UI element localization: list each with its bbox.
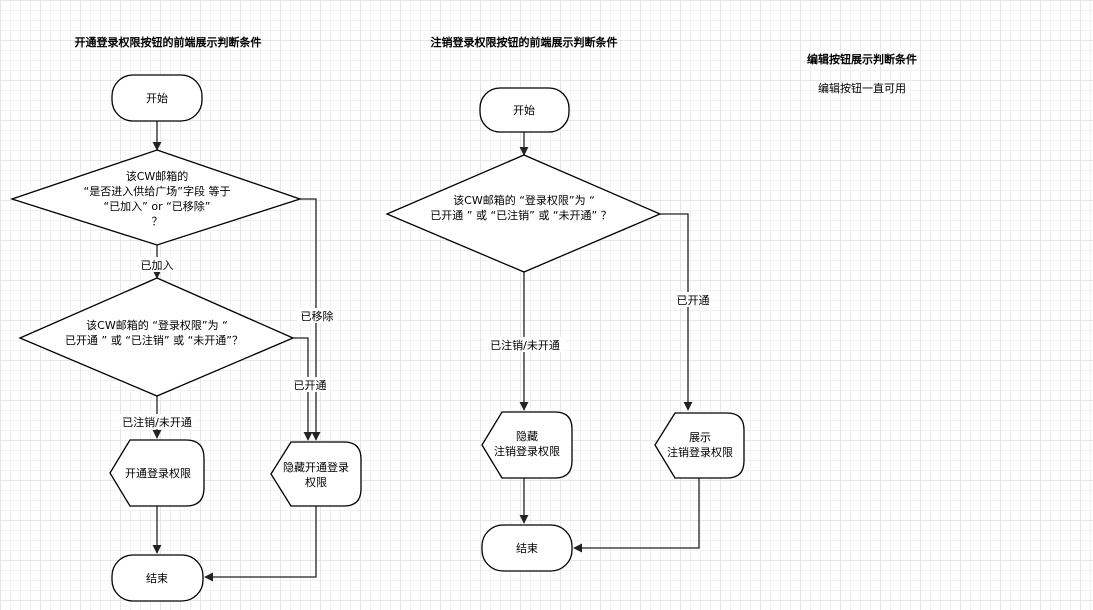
label2-cancelled-unopened: 已注销/未开通 bbox=[490, 338, 560, 352]
flow1-show-open-login-node: 开通登录权限 bbox=[109, 439, 205, 507]
flow1-hide-open-login-node: 隐藏开通登录 权限 bbox=[270, 441, 362, 507]
label-joined: 已加入 bbox=[141, 259, 174, 272]
svg-text:“是否进入供给广场”字段 等于: “是否进入供给广场”字段 等于 bbox=[84, 184, 231, 198]
flow2-start-node: 开始 bbox=[479, 87, 570, 133]
label-cancelled-unopened: 已注销/未开通 bbox=[122, 415, 192, 429]
edit-button-note: 编辑按钮一直可用 bbox=[818, 81, 906, 95]
svg-text:已开通 ” 或 “已注销” 或 “未开通” ？: 已开通 ” 或 “已注销” 或 “未开通” ？ bbox=[430, 208, 611, 222]
svg-text:展示: 展示 bbox=[689, 431, 711, 444]
flow1-end-node: 结束 bbox=[111, 554, 204, 602]
svg-text:结束: 结束 bbox=[146, 572, 168, 585]
svg-text:开始: 开始 bbox=[146, 91, 168, 105]
flow2-decision-login-permission: 该CW邮箱的 “登录权限”为 “ 已开通 ” 或 “已注销” 或 “未开通” ？ bbox=[385, 154, 662, 273]
svg-text:结束: 结束 bbox=[516, 542, 538, 555]
label-removed: 已移除 bbox=[301, 309, 334, 323]
svg-text:该CW邮箱的: 该CW邮箱的 bbox=[126, 169, 189, 183]
svg-text:该CW邮箱的 “登录权限”为 “: 该CW邮箱的 “登录权限”为 “ bbox=[86, 318, 228, 332]
edge-hide-to-end bbox=[204, 506, 317, 582]
svg-text:“已加入” or “已移除”: “已加入” or “已移除” bbox=[103, 199, 210, 213]
svg-text:开始: 开始 bbox=[513, 103, 535, 117]
edge-decision2-opened bbox=[293, 337, 313, 441]
flow2-hide-cancel-login-node: 隐藏 注销登录权限 bbox=[481, 411, 573, 479]
svg-text:权限: 权限 bbox=[305, 476, 327, 489]
svg-text:隐藏: 隐藏 bbox=[516, 430, 538, 443]
svg-text:注销登录权限: 注销登录权限 bbox=[667, 445, 733, 459]
edge2-decision-opened bbox=[660, 213, 693, 411]
flow2-show-cancel-login-node: 展示 注销登录权限 bbox=[654, 412, 745, 479]
svg-text:？: ？ bbox=[152, 215, 163, 228]
flow3-title: 编辑按钮展示判断条件 bbox=[807, 52, 917, 66]
flow1-decision-joined-or-removed: 该CW邮箱的 “是否进入供给广场”字段 等于 “已加入” or “已移除” ？ bbox=[9, 149, 303, 246]
flow2-end-node: 结束 bbox=[481, 524, 573, 572]
flow2-title: 注销登录权限按钮的前端展示判断条件 bbox=[431, 35, 618, 49]
edge-decision1-removed bbox=[300, 198, 321, 441]
label-opened: 已开通 bbox=[294, 379, 327, 392]
flow1-decision-login-permission: 该CW邮箱的 “登录权限”为 “ 已开通 ” 或 “已注销” 或 “未开通”？ bbox=[18, 277, 295, 397]
label2-opened: 已开通 bbox=[677, 294, 710, 307]
svg-text:开通登录权限: 开通登录权限 bbox=[125, 466, 191, 480]
svg-text:该CW邮箱的 “登录权限”为 “: 该CW邮箱的 “登录权限”为 “ bbox=[453, 193, 595, 207]
svg-text:隐藏开通登录: 隐藏开通登录 bbox=[283, 460, 349, 474]
edge2-show-to-end bbox=[573, 478, 700, 553]
flow1-start-node: 开始 bbox=[111, 74, 203, 122]
svg-text:注销登录权限: 注销登录权限 bbox=[494, 444, 560, 458]
flow1-title: 开通登录权限按钮的前端展示判断条件 bbox=[75, 35, 262, 49]
svg-text:已开通 ” 或 “已注销” 或 “未开通”？: 已开通 ” 或 “已注销” 或 “未开通”？ bbox=[65, 333, 243, 347]
